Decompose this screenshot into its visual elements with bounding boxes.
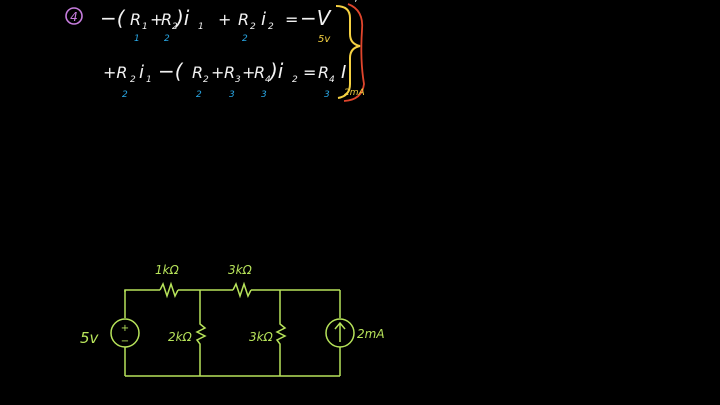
curly-brace [335, 5, 361, 99]
circuit-diagram [110, 281, 355, 377]
resistor-1k-label: 1kΩ [155, 263, 180, 277]
eq1-i2-sub: 2 [268, 22, 274, 32]
current-arrow-icon [334, 321, 346, 342]
current-source-label: 2mA [357, 327, 385, 341]
eq2-r2: R [192, 63, 203, 82]
equation-2: +R 2 i 1 −( R 2 + R 3 + R 4 )i 2 = R 4 I… [103, 59, 365, 100]
eq1-r2b: R [238, 10, 249, 29]
eq1-rhs: −V [300, 6, 332, 30]
eq2-i2-sub: 2 [292, 75, 298, 85]
eq1-r2-sub: 2 [172, 22, 178, 32]
eq1-r1-sub: 1 [142, 22, 148, 32]
resistor-3k-branch-label: 3kΩ [249, 330, 274, 344]
branch-2k-wire [195, 290, 207, 376]
eq1-i2: i [261, 9, 266, 30]
eq2-plus2: + [242, 63, 255, 82]
branch-3k-wire [275, 290, 287, 376]
voltage-source-label: 5v [80, 329, 100, 347]
resistor-3k-symbol [232, 281, 252, 299]
eq2-r4-sub: 4 [265, 75, 271, 85]
eq1-minus-open: −( [100, 6, 126, 30]
eq2-current: I [341, 62, 346, 83]
eq1-r2b-sub: 2 [250, 22, 256, 32]
eq2-r4: R [254, 63, 265, 82]
eq2-r3-sub: 3 [235, 75, 241, 85]
eq1-r2: R [161, 10, 172, 29]
eq2-r4-rhs-sub: 4 [329, 75, 335, 85]
step-number-marker: 4 [65, 7, 83, 25]
eq2-r2-value: 2 [122, 90, 128, 100]
eq1-r2-value: 2 [164, 34, 170, 44]
tick-mark: ’ [354, 0, 358, 11]
eq2-r4-rhs-value: 3 [324, 90, 330, 100]
source-plus: + [121, 323, 129, 334]
circuit-labels: 1kΩ 3kΩ 2kΩ 3kΩ 5v + − 2mA [80, 263, 385, 347]
resistor-2k-label: 2kΩ [168, 330, 193, 344]
eq2-close-i2: )i [268, 59, 284, 83]
resistor-1k-symbol [159, 281, 179, 299]
step-number: 4 [70, 10, 78, 24]
source-minus: − [121, 336, 129, 347]
eq2-current-value: 2mA [344, 88, 365, 98]
eq2-r4-value: 3 [261, 90, 267, 100]
eq1-i1-sub: 1 [198, 22, 204, 32]
step-circle [65, 7, 83, 25]
eq2-r3: R [224, 63, 235, 82]
eq2-r2-sub: 2 [130, 75, 136, 85]
equation-1: −( R 1 + R 2 )i 1 + R 2 i 2 = −V 1 2 2 5… [100, 6, 332, 45]
eq1-r1: R [130, 10, 141, 29]
eq2-plus1: + [211, 63, 224, 82]
top-wire-left [124, 289, 160, 292]
eq2-plus-r2: +R [103, 63, 128, 82]
eq2-r4-rhs: R [318, 63, 329, 82]
eq1-close-i1: )i [174, 6, 190, 30]
eq1-r2b-value: 2 [242, 34, 248, 44]
eq1-plus1: + [150, 10, 163, 29]
eq2-r2b-value: 2 [196, 90, 202, 100]
eq1-r1-value: 1 [134, 34, 140, 44]
eq1-rhs-value: 5v [318, 34, 331, 45]
red-bracket [343, 3, 365, 102]
eq1-equals: = [285, 10, 298, 29]
eq2-i1-sub: 1 [146, 75, 152, 85]
eq1-plus2: + [218, 10, 231, 29]
eq2-r3-value: 3 [229, 90, 235, 100]
resistor-3k-label: 3kΩ [228, 263, 253, 277]
eq2-i1: i [139, 62, 144, 83]
eq2-minus-open: −( [158, 59, 184, 83]
eq2-r2-sub2: 2 [203, 75, 209, 85]
eq2-equals: = [303, 63, 316, 82]
